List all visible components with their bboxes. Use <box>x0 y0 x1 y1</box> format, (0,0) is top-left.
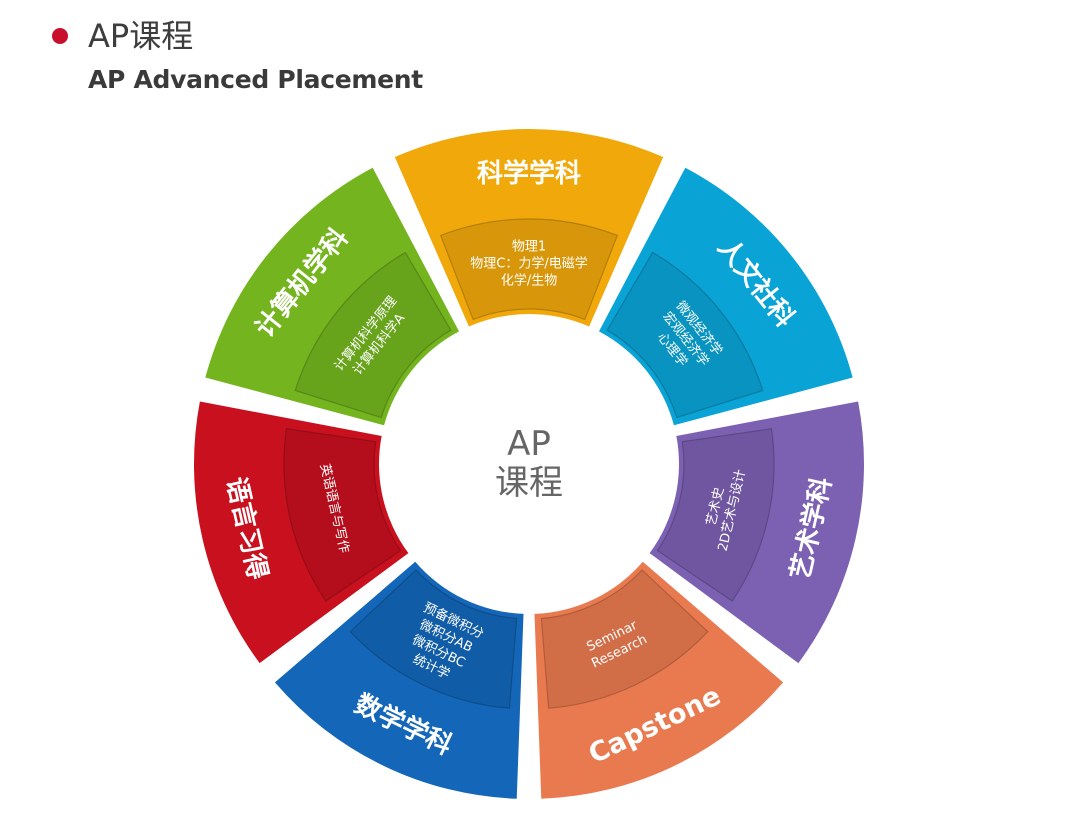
segment-arts-inner-band <box>656 428 775 602</box>
segment-language: 语言习得英语语言与写作 <box>194 401 409 664</box>
segment-capstone-inner-band <box>540 569 709 709</box>
title-bullet-dot <box>52 28 68 44</box>
page-title: AP课程 <box>88 17 194 55</box>
segment-science-inner-band <box>439 218 619 321</box>
segment-science-title: 科学学科 <box>477 158 581 189</box>
segment-language-inner-band <box>283 428 402 602</box>
center-label-line2: 课程 <box>495 463 563 503</box>
page-subtitle: AP Advanced Placement <box>88 65 423 94</box>
page-header: AP课程 AP Advanced Placement <box>0 0 1080 110</box>
course-label: 物理C：力学/电磁学 <box>470 256 587 272</box>
center-label-line1: AP <box>507 424 551 464</box>
course-label: 物理1 <box>512 240 546 255</box>
course-label: 化学/生物 <box>501 273 557 289</box>
center-circle <box>394 329 664 599</box>
segment-humanities-inner-band <box>606 251 764 419</box>
segment-cs-inner-band <box>294 251 452 419</box>
segment-math-inner-band <box>349 569 518 709</box>
